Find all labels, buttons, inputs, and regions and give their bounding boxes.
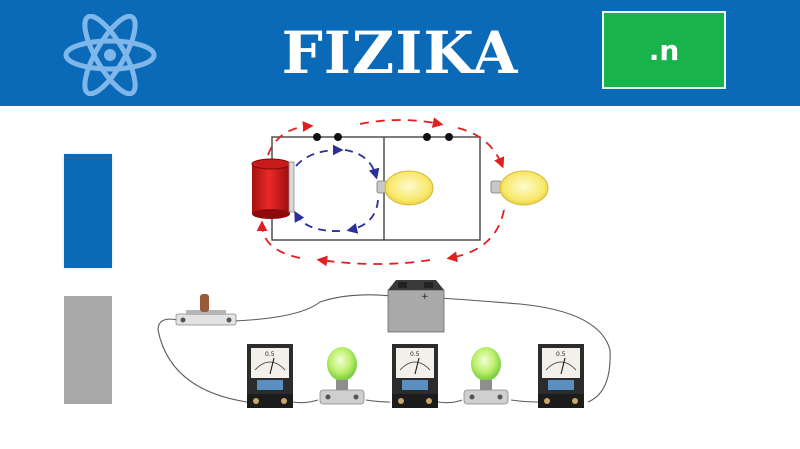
red-flow-arrows [256,117,505,267]
meter-1-scale: 0.5 [265,351,275,358]
meter-2-scale: 0.5 [410,351,420,358]
page-title: FIZIKA [281,19,519,87]
schematic-wires [271,136,481,241]
photo-bulb-2 [463,347,509,405]
blue-flow-arrows [294,144,380,234]
side-bar-gray [64,296,112,404]
meter-1: 0.5 [247,344,293,408]
knife-switch [175,294,237,326]
photo-battery: + [387,280,445,333]
schematic-circuit [251,117,549,267]
meter-3-scale: 0.5 [556,351,566,358]
schematic-battery [251,158,295,219]
header-bar: FIZIKA .n [0,0,800,106]
photo-wires [157,294,611,404]
atom-icon [63,14,157,96]
schematic-contacts [313,133,453,141]
badge-button[interactable]: .n [602,11,726,89]
schematic-bulb-1 [376,170,434,206]
meter-2: 0.5 [392,344,438,408]
schematic-bulb-2 [490,170,549,206]
circuit-illustration: + 0.5 0.5 [157,117,611,408]
battery-terminal-label: + [421,292,429,302]
meter-3: 0.5 [538,344,584,408]
photo-circuit: + 0.5 0.5 [157,280,611,408]
side-bar-blue [64,154,112,268]
photo-bulb-1 [319,347,365,405]
